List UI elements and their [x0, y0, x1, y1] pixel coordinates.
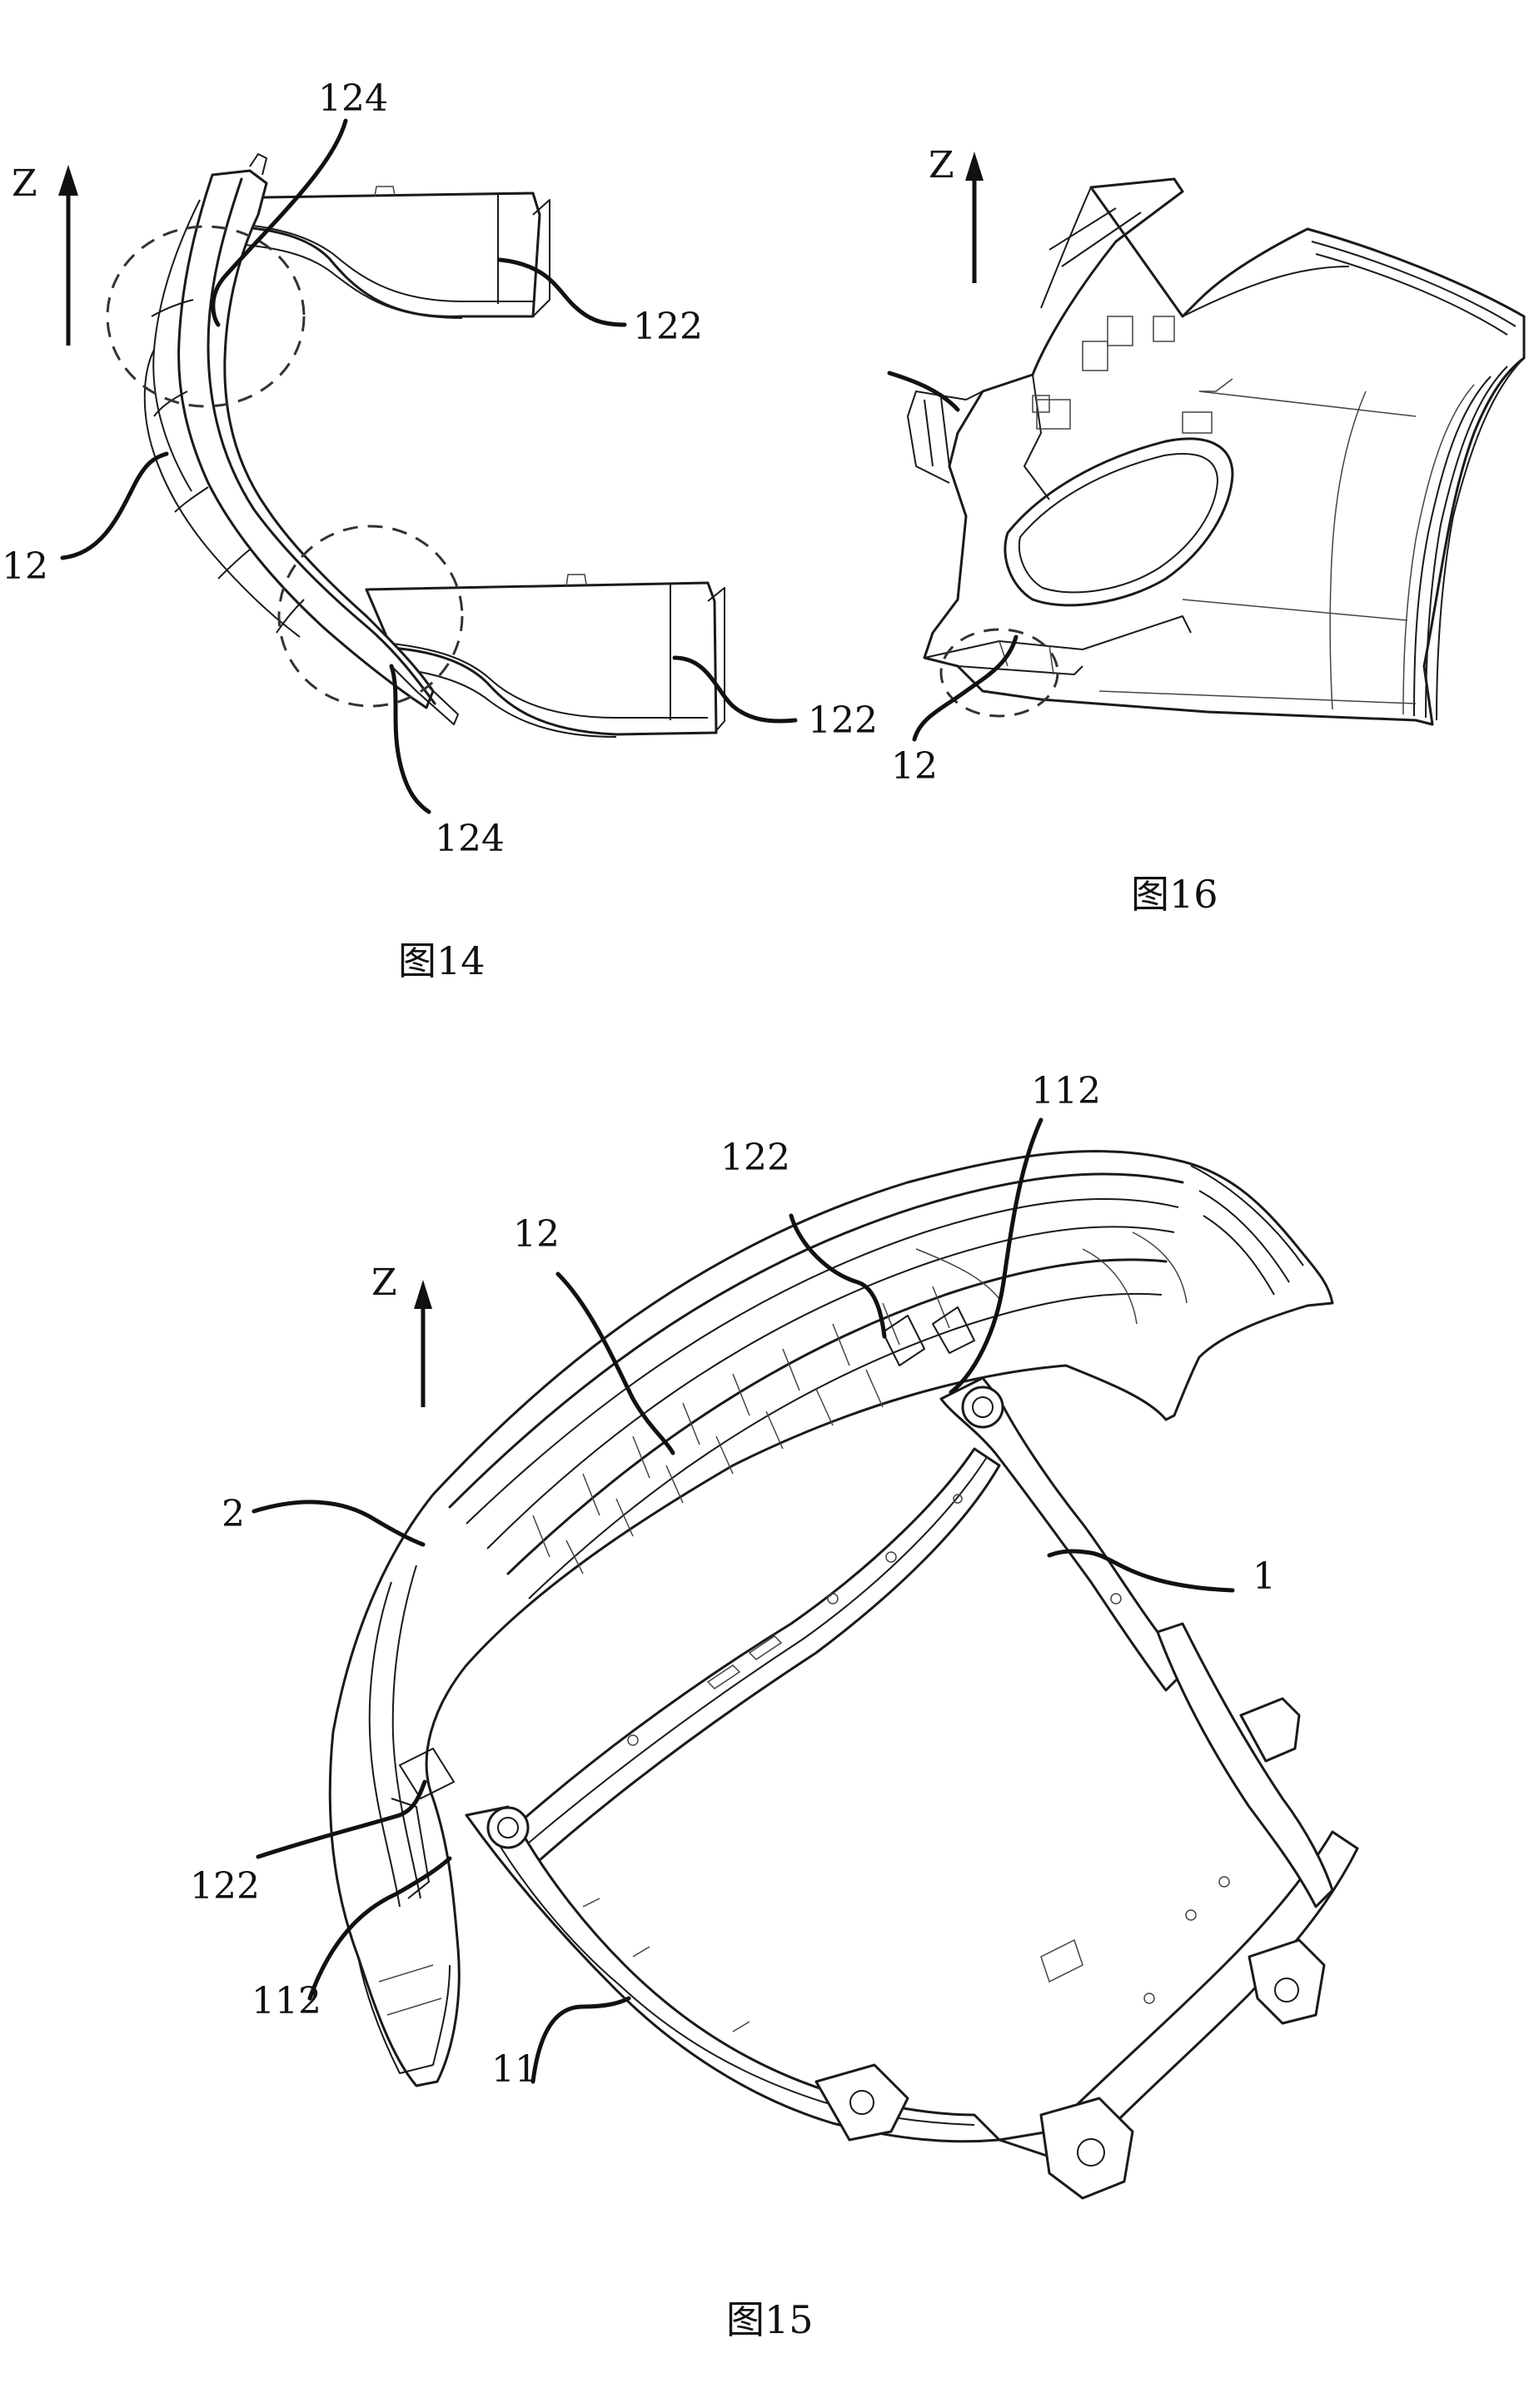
- label-11: 11: [491, 2048, 538, 2091]
- label-122-left: 122: [190, 1865, 260, 1908]
- upper-channel-bracket: [211, 186, 550, 319]
- leader-11: [530, 1996, 631, 2084]
- label-122-bottom: 122: [808, 699, 878, 742]
- leader-124-top: [211, 118, 348, 327]
- leader-112-left: [307, 1856, 452, 2001]
- label-122-top: 122: [720, 1137, 790, 1179]
- z-axis-arrow: [965, 152, 984, 283]
- detail-circle: [939, 628, 1059, 718]
- label-122-top: 122: [633, 306, 703, 348]
- z-axis-label: Z: [12, 162, 37, 205]
- leader-124-bottom: [389, 664, 431, 814]
- bumper-fascia-side-view: [907, 177, 1526, 726]
- caption-fig14: 图14: [398, 938, 486, 983]
- leader-bracket: [887, 371, 960, 412]
- leader-12: [912, 634, 1019, 742]
- leader-12: [60, 451, 169, 560]
- label-12: 12: [891, 745, 938, 788]
- figure-14: Z: [2, 77, 878, 983]
- z-axis-arrow: [414, 1280, 432, 1407]
- z-axis-label: Z: [929, 144, 954, 187]
- front-subframe: [399, 1306, 1359, 2200]
- label-112-top: 112: [1031, 1070, 1101, 1112]
- lower-channel-bracket: [365, 574, 725, 738]
- label-1: 1: [1253, 1555, 1276, 1598]
- z-axis-arrow: [58, 165, 78, 346]
- leader-122-top: [497, 257, 627, 327]
- label-124-top: 124: [318, 77, 388, 120]
- detail-circle-lower: [277, 525, 464, 708]
- detail-circle-upper: [106, 225, 306, 408]
- label-12: 12: [2, 545, 48, 588]
- figure-15: Z: [190, 1070, 1359, 2342]
- caption-fig15: 图15: [726, 2297, 814, 2342]
- label-112-left: 112: [252, 1980, 321, 2022]
- leader-1: [1047, 1549, 1235, 1593]
- label-2: 2: [222, 1493, 245, 1535]
- leader-2: [252, 1500, 426, 1547]
- leader-12: [555, 1271, 675, 1455]
- z-axis-label: Z: [371, 1261, 397, 1304]
- leader-122-top: [789, 1213, 887, 1339]
- label-124-bottom: 124: [435, 818, 505, 860]
- leader-122-bottom: [672, 655, 798, 724]
- curved-bumper-beam: [143, 153, 459, 725]
- figure-16: Z: [887, 144, 1526, 917]
- label-12: 12: [513, 1213, 560, 1256]
- front-bumper-and-beam: [328, 1150, 1334, 2087]
- caption-fig16: 图16: [1131, 872, 1218, 917]
- leader-112-top: [949, 1117, 1043, 1395]
- leader-122-left: [256, 1779, 427, 1859]
